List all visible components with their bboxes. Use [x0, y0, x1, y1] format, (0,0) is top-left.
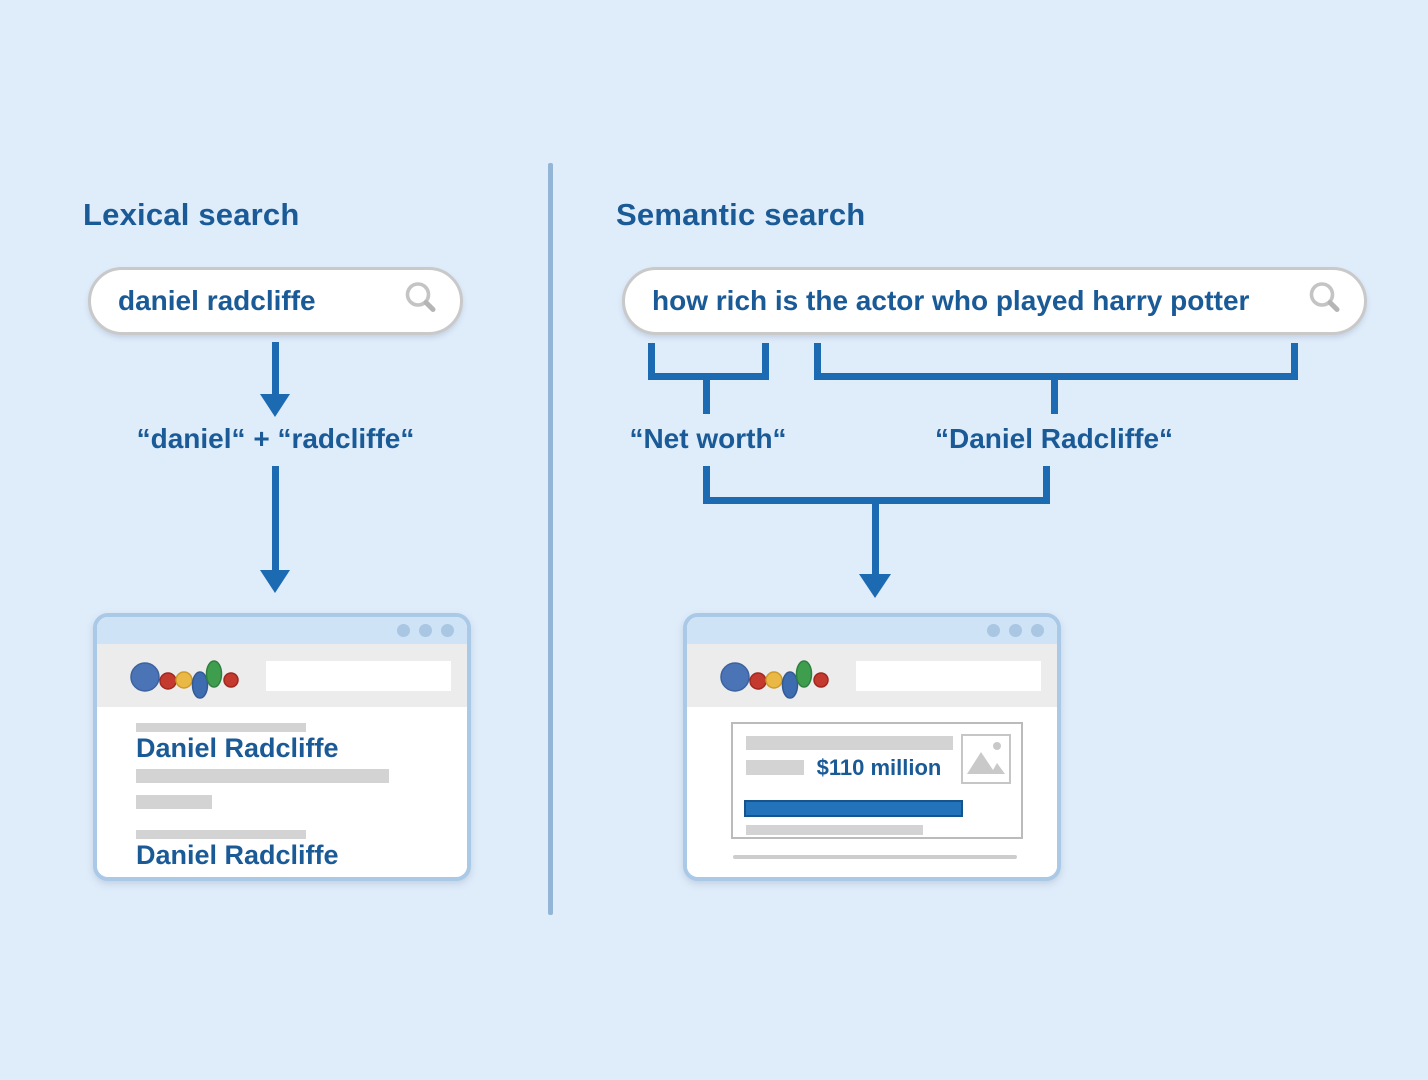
- browser-window-semantic: $110 million: [683, 613, 1061, 881]
- lexical-search-query: daniel radcliffe: [118, 285, 316, 316]
- placeholder-bar: [136, 769, 389, 783]
- window-control-dot[interactable]: [419, 624, 432, 637]
- window-controls[interactable]: [397, 624, 454, 637]
- window-control-dot[interactable]: [1031, 624, 1044, 637]
- window-content: Daniel Radcliffe Daniel Radcliffe: [97, 707, 467, 877]
- placeholder-bar: [746, 825, 923, 835]
- search-result-title: Daniel Radcliffe: [136, 733, 339, 763]
- window-control-dot[interactable]: [1009, 624, 1022, 637]
- bracket-stem: [703, 379, 710, 414]
- browser-logo-icon: [713, 648, 838, 709]
- browser-window-lexical: Daniel Radcliffe Daniel Radcliffe: [93, 613, 471, 881]
- lexical-tokens-label: “daniel“ + “radcliffe“: [136, 423, 415, 454]
- placeholder-bar: [746, 736, 953, 750]
- window-header: [687, 644, 1057, 707]
- window-controls[interactable]: [987, 624, 1044, 637]
- bracket-line: [648, 343, 769, 380]
- semantic-search-query: how rich is the actor who played harry p…: [652, 285, 1250, 316]
- divider-line: [733, 855, 1017, 859]
- lexical-search-bar[interactable]: daniel radcliffe: [88, 267, 463, 335]
- placeholder-bar: [746, 760, 804, 775]
- arrow-down-icon: [260, 342, 290, 417]
- image-placeholder-icon: [961, 734, 1011, 784]
- window-titlebar: [687, 617, 1057, 644]
- search-icon[interactable]: [402, 280, 440, 323]
- window-header: [97, 644, 467, 707]
- window-search-input[interactable]: [266, 661, 451, 691]
- highlight-bar: [744, 800, 963, 817]
- bracket-stem: [1051, 379, 1058, 414]
- placeholder-bar: [136, 795, 212, 809]
- window-control-dot[interactable]: [987, 624, 1000, 637]
- bracket-line: [703, 466, 1050, 504]
- arrow-down-icon: [260, 466, 290, 593]
- bracket-line: [814, 343, 1298, 380]
- window-titlebar: [97, 617, 467, 644]
- browser-logo-icon: [123, 648, 248, 709]
- lexical-search-title: Lexical search: [83, 197, 300, 232]
- result-card: $110 million: [731, 722, 1023, 839]
- column-divider: [548, 163, 553, 915]
- placeholder-bar: [136, 723, 306, 732]
- semantic-search-bar[interactable]: how rich is the actor who played harry p…: [622, 267, 1367, 335]
- window-search-input[interactable]: [856, 661, 1041, 691]
- net-worth-answer: $110 million: [816, 755, 942, 780]
- semantic-search-title: Semantic search: [616, 197, 866, 232]
- net-worth-label: “Net worth“: [629, 423, 787, 454]
- placeholder-bar: [136, 830, 306, 839]
- window-content: $110 million: [687, 707, 1057, 877]
- search-icon[interactable]: [1306, 280, 1344, 323]
- window-control-dot[interactable]: [441, 624, 454, 637]
- window-control-dot[interactable]: [397, 624, 410, 637]
- daniel-radcliffe-label: “Daniel Radcliffe“: [934, 423, 1174, 454]
- search-result-title: Daniel Radcliffe: [136, 840, 339, 870]
- arrow-down-icon: [859, 503, 891, 598]
